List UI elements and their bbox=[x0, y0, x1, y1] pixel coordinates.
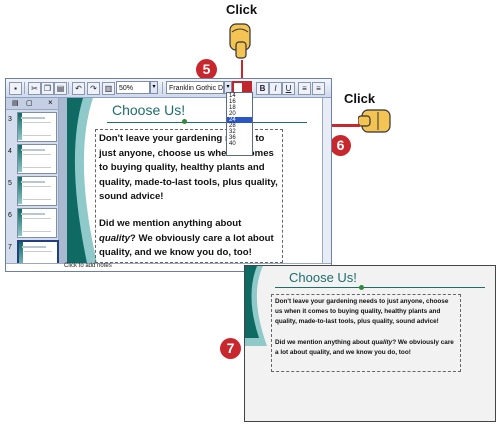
bold-button[interactable]: B bbox=[256, 82, 269, 95]
step-5-badge: 5 bbox=[196, 59, 217, 80]
align-center-icon[interactable]: ≡ bbox=[312, 82, 325, 95]
slide-editing-pane: Choose Us! Don't leave your gardening ne… bbox=[59, 98, 331, 263]
decorative-swoosh bbox=[245, 266, 267, 346]
redo-icon[interactable]: ↷ bbox=[87, 82, 100, 95]
align-left-icon[interactable]: ≡ bbox=[298, 82, 311, 95]
slides-tab-icon[interactable]: ▢ bbox=[26, 100, 33, 107]
font-name-field[interactable]: Franklin Gothic Demi bbox=[166, 81, 224, 94]
font-size-option[interactable]: 20 bbox=[229, 111, 236, 117]
pane-tabs: ▤ ▢ × bbox=[6, 98, 58, 110]
slide-thumbnail-pane: ▤ ▢ × 3 4 5 6 7 bbox=[6, 98, 59, 271]
italic-button[interactable]: I bbox=[269, 82, 282, 95]
step-7-badge: 7 bbox=[220, 338, 241, 359]
font-size-option-selected[interactable]: 24 bbox=[227, 117, 252, 123]
para2-start: Did we mention anything about bbox=[99, 218, 242, 229]
formatting-toolbar: ▪ ✂ ❐ ▤ ↶ ↷ ▥ 50% ▾ Franklin Gothic Demi… bbox=[6, 79, 331, 98]
font-size-option[interactable]: 32 bbox=[229, 129, 236, 135]
result-slide-preview: Choose Us! Don't leave your gardening ne… bbox=[244, 265, 496, 422]
toolbar-separator bbox=[24, 82, 25, 94]
slide-thumbnail[interactable] bbox=[17, 176, 57, 206]
font-size-list: 14 16 18 20 24 28 32 36 40 bbox=[226, 92, 253, 156]
font-size-option[interactable]: 14 bbox=[229, 93, 236, 99]
font-size-option[interactable]: 40 bbox=[229, 141, 236, 147]
rotate-handle bbox=[359, 285, 364, 290]
font-size-option[interactable]: 16 bbox=[229, 99, 236, 105]
pointing-hand-icon bbox=[229, 23, 251, 59]
pointing-hand-icon-right bbox=[358, 109, 391, 133]
para2-italic: quality bbox=[99, 232, 130, 244]
vertical-scrollbar[interactable] bbox=[322, 98, 331, 263]
body-paragraph-2: Did we mention anything about quality? W… bbox=[99, 217, 279, 261]
font-size-option[interactable]: 18 bbox=[229, 105, 236, 111]
undo-icon[interactable]: ↶ bbox=[72, 82, 85, 95]
notes-pane[interactable]: Click to add notes bbox=[6, 263, 331, 271]
thumb-number: 6 bbox=[8, 212, 12, 219]
para2-end: ? We obviously care a lot about quality,… bbox=[99, 232, 274, 259]
body-paragraph-1: Don't leave your gardening needs to just… bbox=[99, 133, 278, 202]
font-size-option[interactable]: 28 bbox=[229, 123, 236, 129]
para2-italic: quality bbox=[371, 339, 393, 346]
step-6-badge: 6 bbox=[330, 135, 351, 156]
slide-thumbnail[interactable] bbox=[17, 112, 57, 142]
step-5-arrow bbox=[241, 60, 243, 80]
thumb-number: 4 bbox=[8, 148, 12, 155]
insert-chart-icon[interactable]: ▥ bbox=[102, 82, 115, 95]
click-label-right: Click bbox=[344, 91, 376, 106]
zoom-dropdown-icon[interactable]: ▾ bbox=[150, 81, 158, 94]
slide-thumbnail[interactable] bbox=[17, 144, 57, 174]
thumb-number: 5 bbox=[8, 180, 12, 187]
title-rule bbox=[275, 287, 485, 288]
underline-button[interactable]: U bbox=[282, 82, 295, 95]
result-text-placeholder: Don't leave your gardening needs to just… bbox=[271, 294, 461, 372]
zoom-field[interactable]: 50% bbox=[116, 81, 150, 94]
title-rule bbox=[107, 122, 307, 123]
slide-title[interactable]: Choose Us! bbox=[112, 102, 186, 118]
cut-icon[interactable]: ✂ bbox=[28, 82, 41, 95]
font-size-option[interactable]: 36 bbox=[229, 135, 236, 141]
para2-end: ? We obviously care a lot about quality,… bbox=[275, 339, 454, 356]
paste-icon[interactable]: ▤ bbox=[54, 82, 67, 95]
click-label-top: Click bbox=[226, 2, 258, 17]
result-slide-title: Choose Us! bbox=[289, 270, 357, 285]
result-paragraph-1: Don't leave your gardening needs to just… bbox=[275, 298, 449, 325]
slide-canvas: Choose Us! Don't leave your gardening ne… bbox=[67, 98, 329, 263]
save-icon[interactable]: ▪ bbox=[9, 82, 22, 95]
thumb-number: 3 bbox=[8, 116, 12, 123]
thumb-number: 7 bbox=[8, 244, 12, 251]
text-placeholder[interactable]: Don't leave your gardening needs to just… bbox=[95, 129, 283, 263]
close-pane-icon[interactable]: × bbox=[48, 98, 53, 107]
result-paragraph-2: Did we mention anything about quality? W… bbox=[275, 338, 457, 358]
para2-start: Did we mention anything about bbox=[275, 339, 372, 346]
toolbar-separator bbox=[162, 82, 163, 94]
toolbar-separator bbox=[68, 82, 69, 94]
outline-tab-icon[interactable]: ▤ bbox=[12, 100, 19, 107]
app-window: ▪ ✂ ❐ ▤ ↶ ↷ ▥ 50% ▾ Franklin Gothic Demi… bbox=[5, 78, 332, 272]
copy-icon[interactable]: ❐ bbox=[41, 82, 54, 95]
slide-thumbnail[interactable] bbox=[17, 208, 57, 238]
rotate-handle[interactable] bbox=[182, 119, 187, 124]
font-size-dropdown-button[interactable] bbox=[244, 81, 252, 94]
notes-placeholder: Click to add notes bbox=[64, 263, 112, 269]
decorative-swoosh bbox=[67, 98, 97, 263]
